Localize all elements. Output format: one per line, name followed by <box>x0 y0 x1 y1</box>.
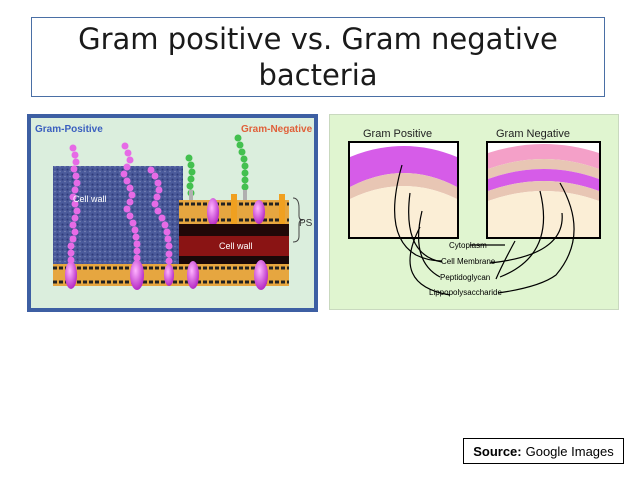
label-cell-membrane: Cell Membrane <box>441 257 496 266</box>
header-gram-positive-right: Gram Positive <box>363 128 432 140</box>
teichoic-acid-chains <box>67 142 173 265</box>
cytoplasm-positive <box>350 186 457 237</box>
slide-title: Gram positive vs. Gram negative bacteria <box>78 22 558 92</box>
positive-membrane <box>53 260 183 290</box>
ps-label: PS <box>299 218 313 229</box>
source-value: Google Images <box>525 443 614 459</box>
label-cell-wall-negative: Cell wall <box>219 241 253 251</box>
header-gram-negative: Gram-Negative <box>241 124 313 135</box>
membrane-band-negative <box>488 181 599 201</box>
lps-chains <box>185 134 249 197</box>
label-lippopolysaccharide: Lippopolysaccharide <box>429 288 502 297</box>
periplasm <box>179 224 289 236</box>
title-box: Gram positive vs. Gram negative bacteria <box>31 17 605 97</box>
source-caption: Source: Google Images <box>463 438 624 464</box>
header-gram-positive: Gram-Positive <box>35 124 103 135</box>
leader-lines <box>393 164 575 296</box>
cell-wall-illustration: PS Gram-Positive Gram-Negative Cell wall… <box>27 114 318 312</box>
ps-bracket <box>292 197 304 243</box>
lps-band <box>488 144 599 169</box>
membrane-band-positive <box>350 173 457 199</box>
layer-diagram-svg: Gram Positive Gram Negative <box>348 128 601 297</box>
gram-positive-panel <box>348 141 459 239</box>
negative-outer-membrane <box>179 194 289 226</box>
label-cell-wall-positive: Cell wall <box>73 194 107 204</box>
label-cytoplasm: Cytoplasm <box>449 241 487 250</box>
peptidoglycan-thick-band <box>350 146 457 187</box>
peptidoglycan-thin-band <box>488 169 599 191</box>
source-label: Source: <box>473 443 522 459</box>
cell-wall-svg: PS Gram-Positive Gram-Negative Cell wall… <box>31 118 314 308</box>
layer-comparison-diagram: Gram Positive Gram Negative <box>329 114 619 310</box>
negative-inner-membrane <box>179 260 289 290</box>
header-gram-negative-right: Gram Negative <box>496 128 570 140</box>
label-peptidoglycan: Peptidoglycan <box>440 273 490 282</box>
peptidoglycan-thin-layer <box>179 236 289 256</box>
